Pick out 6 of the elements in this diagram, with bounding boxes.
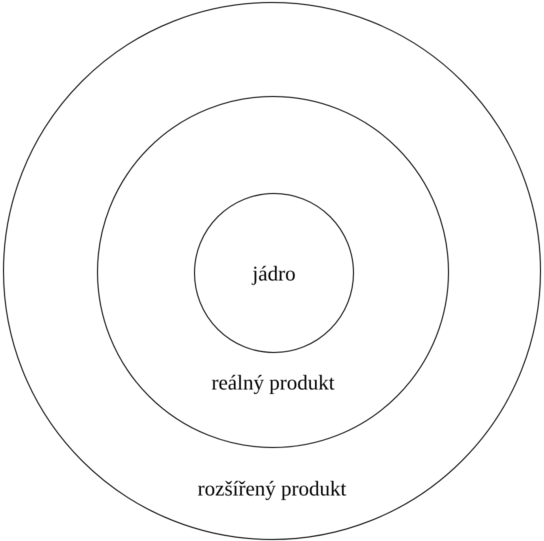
middle-circle: [97, 96, 449, 448]
outer-circle: [3, 2, 541, 540]
circle-label: jádro: [252, 262, 296, 286]
circle-label: rozšířený produkt: [198, 476, 346, 502]
inner-circle: [194, 193, 354, 353]
circle-label: reálný produkt: [211, 370, 335, 396]
